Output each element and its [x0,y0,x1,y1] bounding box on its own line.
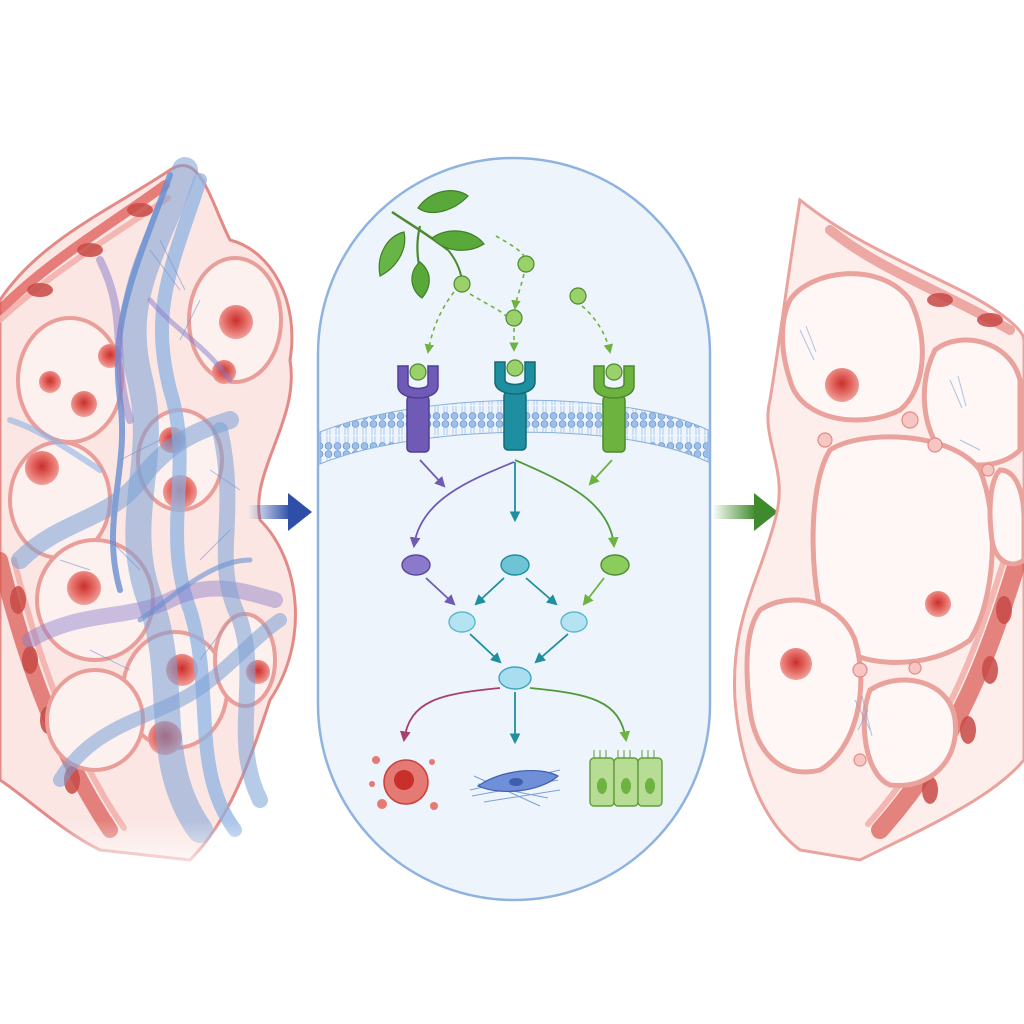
receptor-3 [593,363,635,453]
fibrotic-tissue-panel [0,157,320,880]
epithelial-cells-icon [589,750,663,807]
pathway-panel [316,156,712,902]
receptor-1 [397,363,439,453]
healthy-alveoli [744,271,1024,789]
fibroblast-icon [469,769,561,807]
arrow-to-pathway [248,493,312,531]
cascade-arrows [399,459,631,745]
resident-cells [780,368,951,680]
receptor-2 [494,359,536,451]
healthy-tissue-panel [732,197,1024,862]
node-mid-left [448,611,476,633]
plant-leaf-icon [378,190,485,299]
collagen-fibers [7,157,287,843]
node-convergence [498,666,532,690]
apoptotic-cell-icon [369,756,438,810]
node-green [600,554,630,576]
signaling-nodes [401,554,630,690]
node-purple [401,554,431,576]
ligand-molecules [453,255,587,327]
arrow-to-healthy [712,493,778,531]
node-teal [500,554,530,576]
node-mid-right [560,611,588,633]
